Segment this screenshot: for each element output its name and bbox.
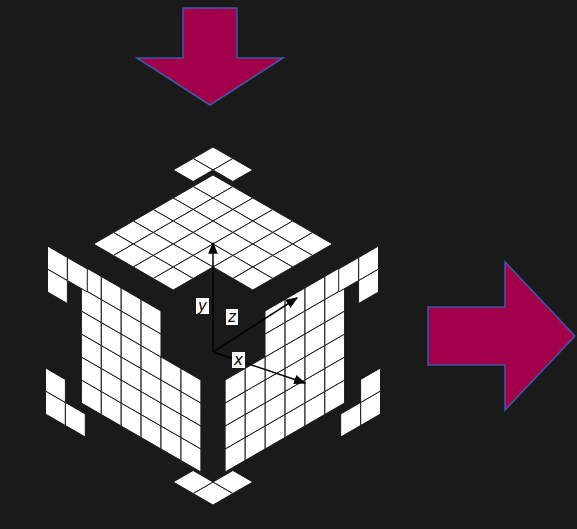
cube-cell bbox=[67, 258, 87, 293]
axis-line bbox=[212, 243, 214, 352]
cube-cell bbox=[245, 357, 265, 392]
cube-cell bbox=[233, 267, 273, 290]
axes bbox=[213, 243, 305, 383]
cube-cell bbox=[101, 277, 121, 312]
cube-cell bbox=[161, 357, 181, 392]
cube-cell bbox=[181, 369, 201, 404]
down-arrow bbox=[137, 8, 283, 105]
cube-cell bbox=[153, 267, 193, 290]
cube-cell bbox=[65, 403, 85, 438]
axis-label: y bbox=[196, 298, 209, 314]
cube-cell bbox=[361, 368, 381, 403]
axis-line bbox=[213, 298, 297, 352]
cube-cell bbox=[359, 246, 379, 281]
cube-cell bbox=[121, 288, 141, 323]
cube-cell bbox=[339, 258, 359, 293]
cube-cell bbox=[48, 246, 68, 281]
cube-cell bbox=[173, 471, 213, 494]
cube-cell bbox=[305, 277, 325, 312]
cube-cell bbox=[213, 471, 253, 494]
axis-label: x bbox=[232, 352, 245, 368]
axis-label: z bbox=[226, 309, 238, 325]
axis-line bbox=[213, 352, 305, 383]
cube-cells bbox=[46, 147, 381, 505]
cube-cell bbox=[46, 368, 66, 403]
cube-cell bbox=[173, 159, 213, 182]
right-arrow bbox=[428, 262, 575, 410]
cube-cell bbox=[341, 403, 361, 438]
cube-cell bbox=[225, 369, 245, 404]
cube-cell bbox=[141, 300, 161, 335]
cube-cell bbox=[213, 159, 253, 182]
cube-cell bbox=[285, 288, 305, 323]
